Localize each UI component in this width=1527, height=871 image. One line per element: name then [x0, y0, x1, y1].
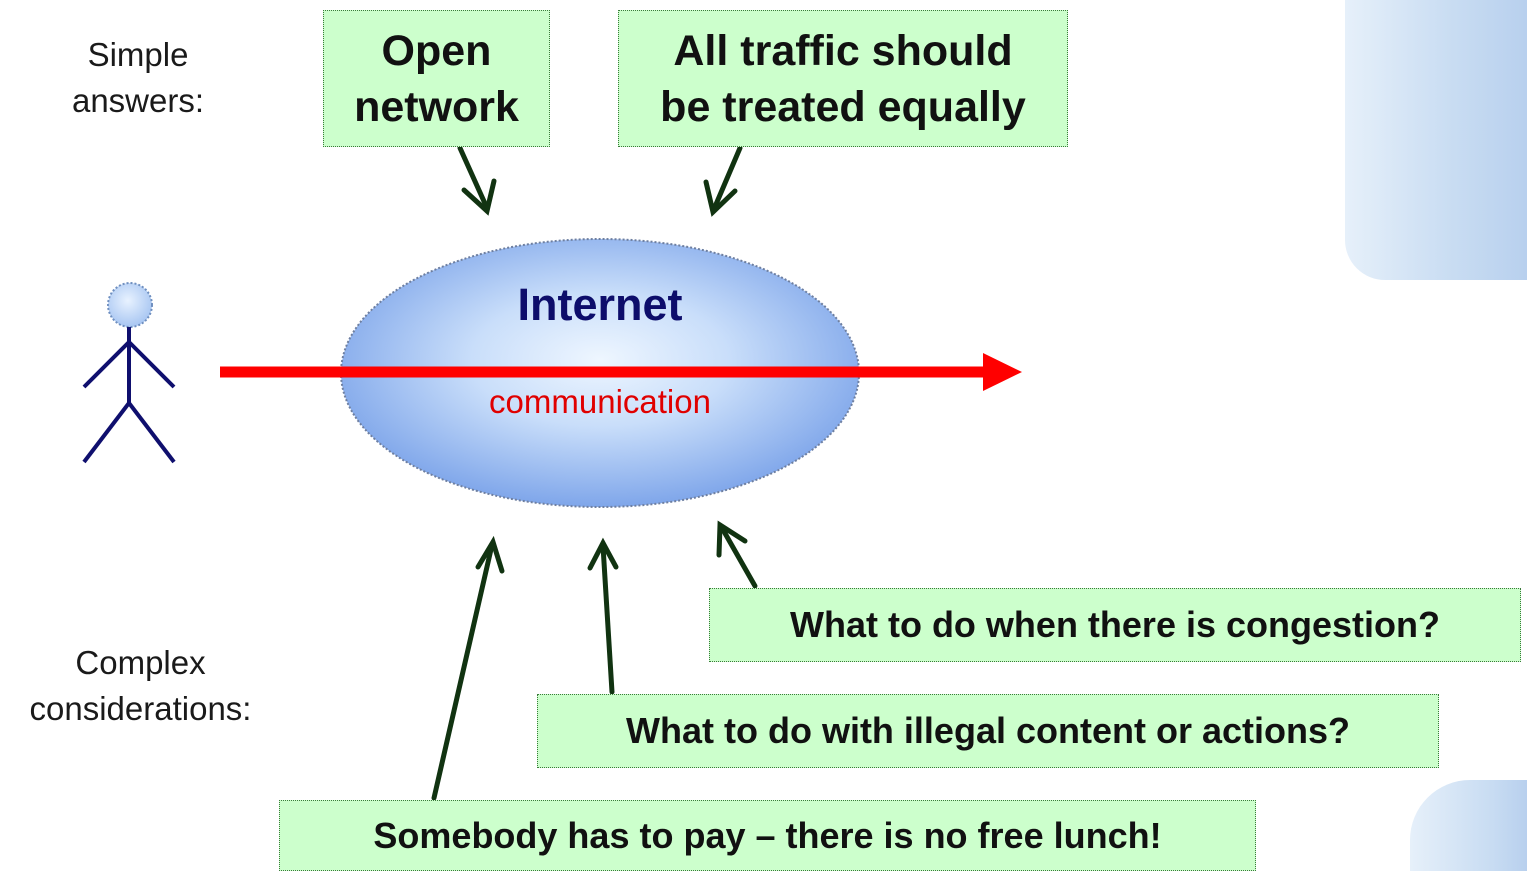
- complex-considerations-line-2: considerations:: [29, 690, 252, 727]
- communication-arrow: [220, 353, 1022, 391]
- all-traffic-box: All traffic should be treated equally: [618, 10, 1068, 147]
- background-decoration-bottom-right: [1410, 780, 1527, 871]
- complex-considerations-line-1: Complex: [75, 644, 206, 681]
- arrow-illegal-content-to-internet: [587, 537, 619, 695]
- open-network-line-2: network: [354, 82, 519, 131]
- open-network-box: Open network: [323, 10, 550, 147]
- internet-title: Internet: [517, 279, 683, 330]
- simple-answers-line-1: Simple: [87, 36, 189, 73]
- arrow-all-traffic-to-internet: [703, 145, 743, 217]
- illegal-content-text: What to do with illegal content or actio…: [626, 710, 1350, 751]
- arrow-payment-to-internet: [431, 535, 505, 801]
- complex-considerations-label: Complex considerations:: [18, 640, 263, 732]
- simple-answers-label: Simple answers:: [58, 32, 218, 124]
- all-traffic-line-1: All traffic should: [673, 26, 1013, 75]
- simple-answers-line-2: answers:: [71, 82, 205, 119]
- congestion-box: What to do when there is congestion?: [709, 588, 1521, 662]
- payment-box: Somebody has to pay – there is no free l…: [279, 800, 1256, 871]
- open-network-line-1: Open: [381, 26, 492, 75]
- communication-label: communication: [489, 383, 711, 420]
- congestion-text: What to do when there is congestion?: [789, 604, 1440, 645]
- user-stick-figure-icon: [82, 282, 176, 464]
- payment-text: Somebody has to pay – there is no free l…: [373, 814, 1162, 856]
- background-decoration-top-right: [1345, 0, 1527, 280]
- illegal-content-box: What to do with illegal content or actio…: [537, 694, 1439, 768]
- all-traffic-line-2: be treated equally: [660, 82, 1026, 131]
- arrow-open-network-to-internet: [457, 145, 497, 216]
- arrow-congestion-to-internet: [716, 520, 758, 589]
